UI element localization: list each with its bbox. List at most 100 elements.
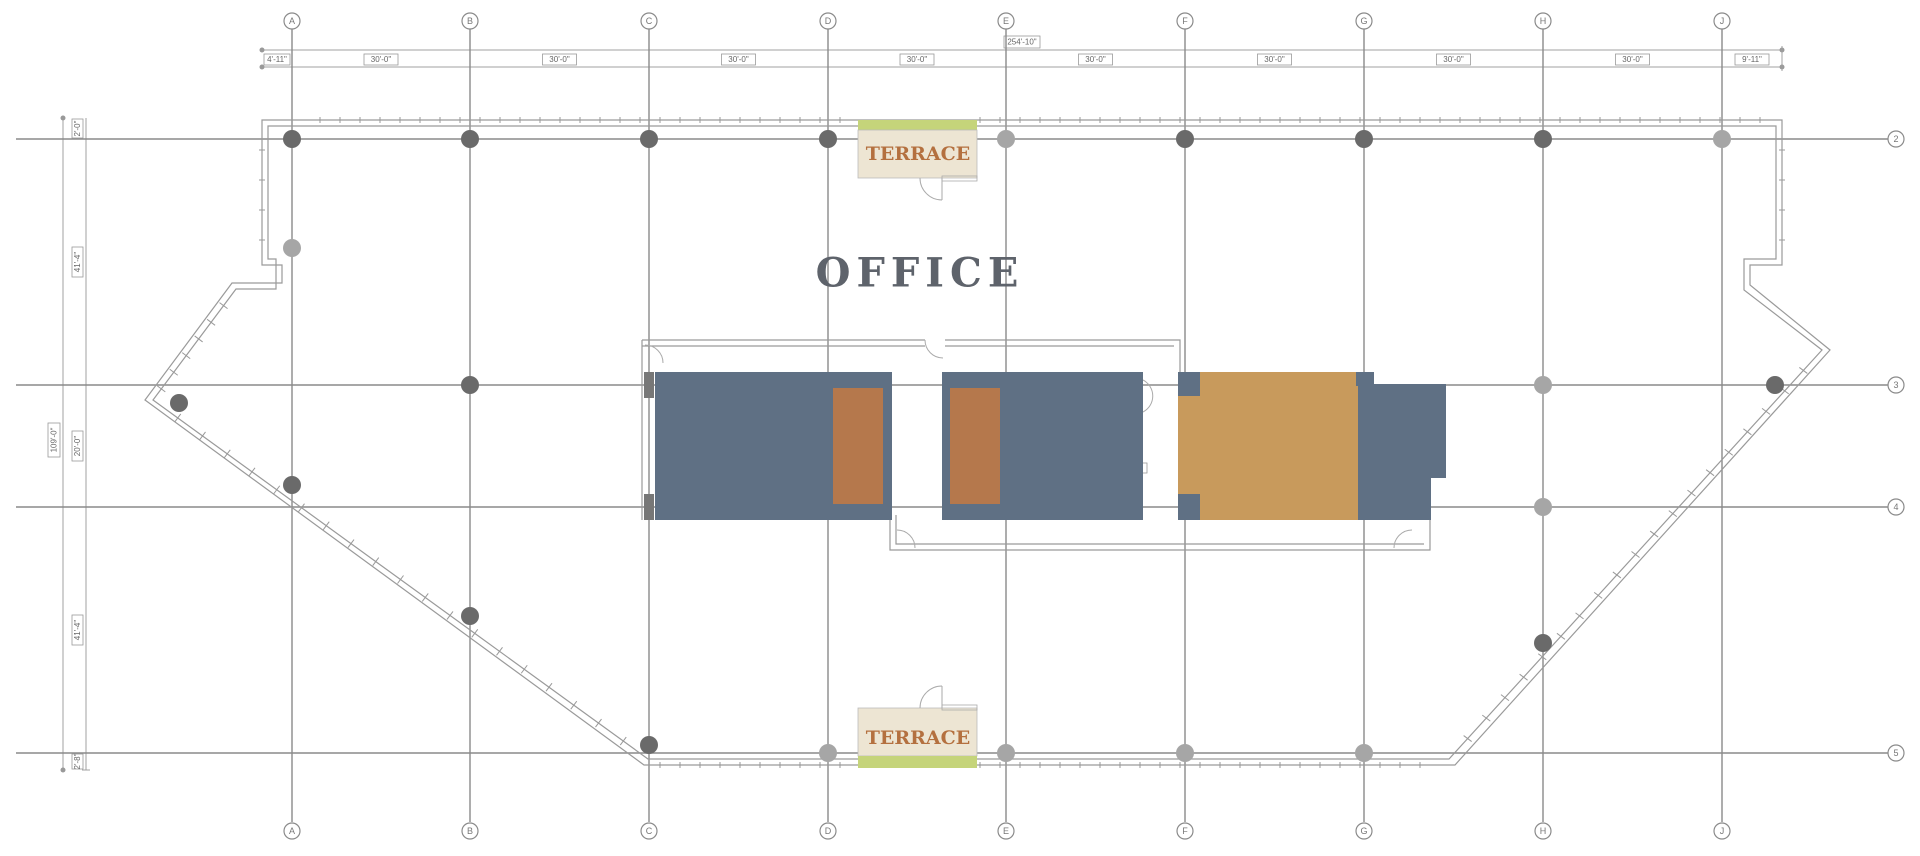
core-stair-center — [950, 388, 1000, 504]
grid-bubble-label: J — [1720, 16, 1725, 26]
column — [170, 394, 188, 412]
grid-bubble-label: 5 — [1893, 748, 1898, 758]
left-segment-dimension: 2'-0" — [73, 120, 82, 136]
grid-bubble-B-top: B — [461, 12, 479, 30]
grid-bubble-label: C — [646, 16, 653, 26]
grid-bubble-F-bottom: F — [1176, 822, 1194, 840]
grid-bubble-label: 3 — [1893, 380, 1898, 390]
top-dimensions: 254'-10" 4'-11" 30'-0" 30'-0" 30'-0" 30'-0" 3… — [259, 35, 1785, 71]
grid-bubble-H-top: H — [1534, 12, 1552, 30]
grid-bubble-J-bottom: J — [1713, 822, 1731, 840]
column — [1176, 744, 1194, 762]
grid-bubble-label: A — [289, 826, 295, 836]
overall-dimension: 254'-10" — [1007, 38, 1036, 47]
grid-bubble-D-bottom: D — [819, 822, 837, 840]
bay-dimension: 30'-0" — [1443, 55, 1464, 64]
column — [1355, 130, 1373, 148]
grid-bubble-D-top: D — [819, 12, 837, 30]
structural-columns — [170, 130, 1784, 762]
grid-bubble-label: H — [1540, 826, 1547, 836]
grid-bubble-label: D — [825, 16, 832, 26]
column — [640, 736, 658, 754]
core-stair-west — [833, 388, 883, 504]
left-segment-dimension: 20'-0" — [73, 436, 82, 457]
grid-bubble-label: H — [1540, 16, 1547, 26]
grid-bubble-row-4: 4 — [1887, 498, 1905, 516]
grid-bubble-label: G — [1360, 16, 1367, 26]
grid-bubble-E-top: E — [997, 12, 1015, 30]
grid-bubble-label: B — [467, 16, 473, 26]
grid-bubble-H-bottom: H — [1534, 822, 1552, 840]
grid-bubble-label: J — [1720, 826, 1725, 836]
grid-bubble-label: B — [467, 826, 473, 836]
column — [1766, 376, 1784, 394]
left-segment-dimension: 41'-4" — [73, 252, 82, 273]
column — [1534, 498, 1552, 516]
grid-bubble-label: A — [289, 16, 295, 26]
terrace-bottom: TERRACE — [857, 685, 978, 768]
bay-dimension: 4'-11" — [267, 55, 287, 64]
column — [1534, 130, 1552, 148]
column — [1534, 376, 1552, 394]
grid-bubble-A-top: A — [283, 12, 301, 30]
building-perimeter — [144, 117, 1831, 768]
core-block-east — [1356, 384, 1446, 478]
grid-bubble-label: D — [825, 826, 832, 836]
core-walls — [641, 339, 1431, 551]
grid-bubble-F-top: F — [1176, 12, 1194, 30]
bay-dimension: 30'-0" — [1622, 55, 1643, 64]
office-label: OFFICE — [816, 250, 1025, 297]
grid-bubble-label: G — [1360, 826, 1367, 836]
column — [283, 239, 301, 257]
grid-bubble-label: E — [1003, 16, 1009, 26]
grid-bubble-label: 2 — [1893, 134, 1898, 144]
column — [1176, 130, 1194, 148]
grid-bubble-label: F — [1182, 16, 1188, 26]
column — [283, 130, 301, 148]
terrace-top-label: TERRACE — [866, 143, 971, 165]
grid-bubble-G-bottom: G — [1355, 822, 1373, 840]
grid-bubble-label: E — [1003, 826, 1009, 836]
bay-dimension: 9'-11" — [1742, 55, 1762, 64]
column — [997, 130, 1015, 148]
bay-dimension: 30'-0" — [728, 55, 749, 64]
grid-bubble-label: F — [1182, 826, 1188, 836]
left-segment-dimension: 2'-8" — [73, 753, 82, 769]
core-stair-tan — [1178, 372, 1358, 520]
terrace-top: TERRACE — [857, 120, 978, 201]
terrace-bottom-label: TERRACE — [866, 727, 971, 749]
grid-bubble-E-bottom: E — [997, 822, 1015, 840]
grid-bubble-row-2: 2 — [1887, 130, 1905, 148]
grid-bubble-J-top: J — [1713, 12, 1731, 30]
column — [1355, 744, 1373, 762]
bay-dimension: 30'-0" — [907, 55, 928, 64]
column — [461, 130, 479, 148]
column — [819, 744, 837, 762]
grid-bubble-A-bottom: A — [283, 822, 301, 840]
column — [1713, 130, 1731, 148]
column — [640, 130, 658, 148]
grid-bubble-label: 4 — [1893, 502, 1898, 512]
column — [283, 476, 301, 494]
column — [461, 607, 479, 625]
bay-dimension: 30'-0" — [371, 55, 392, 64]
grid-bubble-label: C — [646, 826, 653, 836]
grid-bubble-G-top: G — [1355, 12, 1373, 30]
left-dimensions: 109'-0" 2'-0"41'-4"20'-0"41'-4"2'-8" — [47, 115, 90, 773]
grid-bubble-B-bottom: B — [461, 822, 479, 840]
grid-bubble-row-3: 3 — [1887, 376, 1905, 394]
core — [655, 372, 1446, 520]
grid-bubble-row-5: 5 — [1887, 744, 1905, 762]
column — [997, 744, 1015, 762]
column — [819, 130, 837, 148]
column — [461, 376, 479, 394]
column — [1534, 634, 1552, 652]
bay-dimension: 30'-0" — [1264, 55, 1285, 64]
left-segment-dimension: 41'-4" — [73, 620, 82, 641]
bay-dimension: 30'-0" — [1085, 55, 1106, 64]
grid-bubble-C-bottom: C — [640, 822, 658, 840]
bay-dimension: 30'-0" — [549, 55, 570, 64]
grid-bubble-C-top: C — [640, 12, 658, 30]
grid-bubbles: A A B B C C D D E E F F G G H H J J 2 3 4 5 — [283, 12, 1905, 840]
